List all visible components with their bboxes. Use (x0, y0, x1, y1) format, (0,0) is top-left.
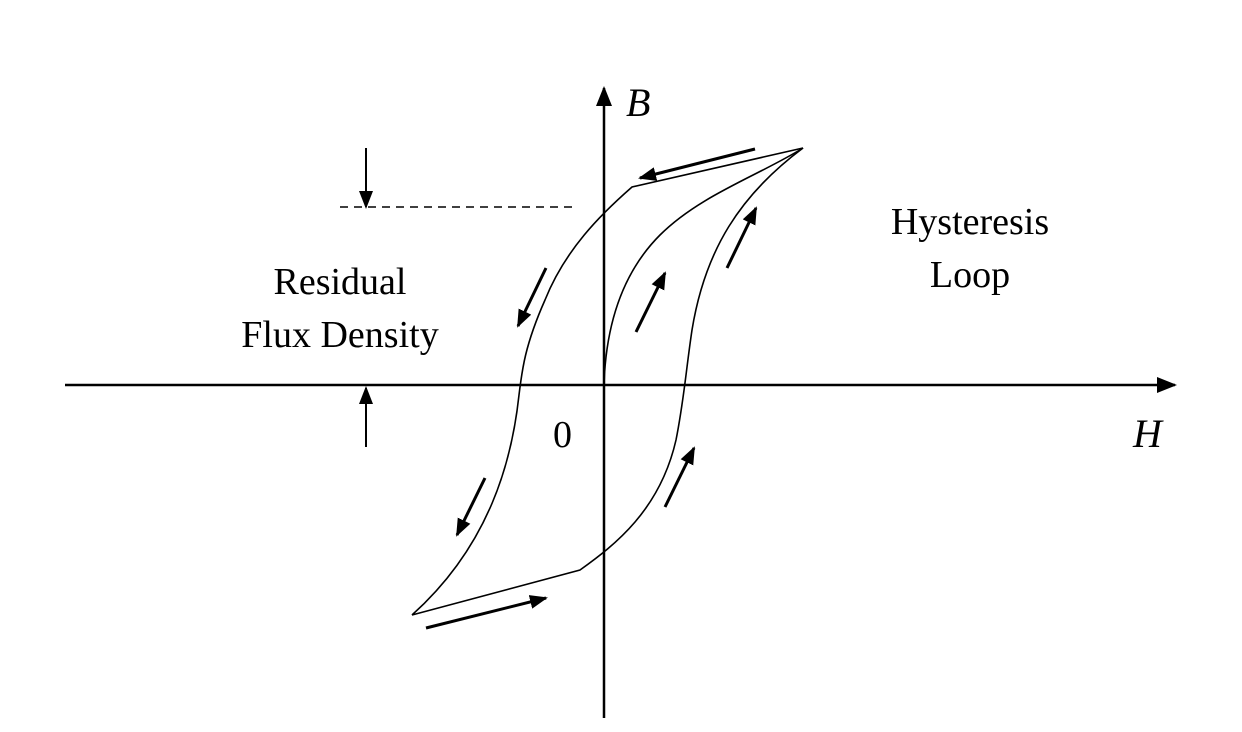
direction-arrow (634, 271, 667, 333)
b-axis-label: B (626, 80, 650, 125)
h-axis-label: H (1132, 411, 1164, 456)
direction-arrow (455, 477, 487, 537)
direction-arrow (663, 446, 696, 508)
residual-label-line2: Flux Density (241, 314, 438, 356)
direction-arrow (725, 206, 758, 269)
direction-arrow (638, 147, 756, 181)
loop-descending-branch (411, 147, 804, 616)
residual-label-line1: Residual (274, 261, 407, 303)
initial-magnetization-curve (603, 147, 804, 386)
direction-arrow (425, 595, 548, 630)
origin-label: 0 (553, 414, 572, 456)
direction-arrow (516, 267, 548, 328)
loop-label-line2: Loop (930, 254, 1010, 296)
loop-label-line1: Hysteresis (891, 201, 1049, 243)
loop-ascending-branch (411, 147, 804, 616)
